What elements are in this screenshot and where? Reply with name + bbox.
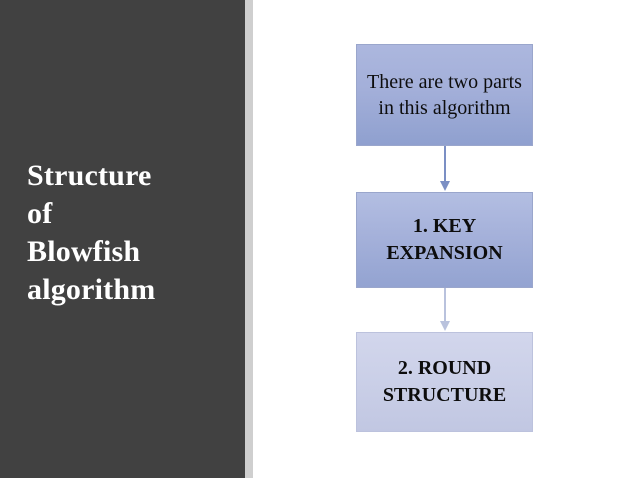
arrow-down-icon-key-expansion-to-round-structure [440,288,450,331]
panel-divider [245,0,253,478]
title-panel [0,0,245,478]
flow-node-round-structure[interactable]: 2. ROUND STRUCTURE [356,332,533,432]
flow-node-intro[interactable]: There are two parts in this algorithm [356,44,533,146]
title-line-2: of [27,197,53,230]
flow-node-key-expansion-label: 1. KEY EXPANSION [386,215,503,264]
flow-node-key-expansion[interactable]: 1. KEY EXPANSION [356,192,533,288]
title-line-3: Blowfish [27,235,141,268]
title-line-4: algorithm [27,273,156,306]
page-title: Structure of Blowfish algorithm [27,157,232,309]
flow-node-intro-label: There are two parts in this algorithm [367,71,522,119]
title-line-1: Structure [27,159,152,192]
arrow-down-icon-intro-to-key-expansion [440,146,450,191]
flow-node-round-structure-label: 2. ROUND STRUCTURE [382,357,507,406]
